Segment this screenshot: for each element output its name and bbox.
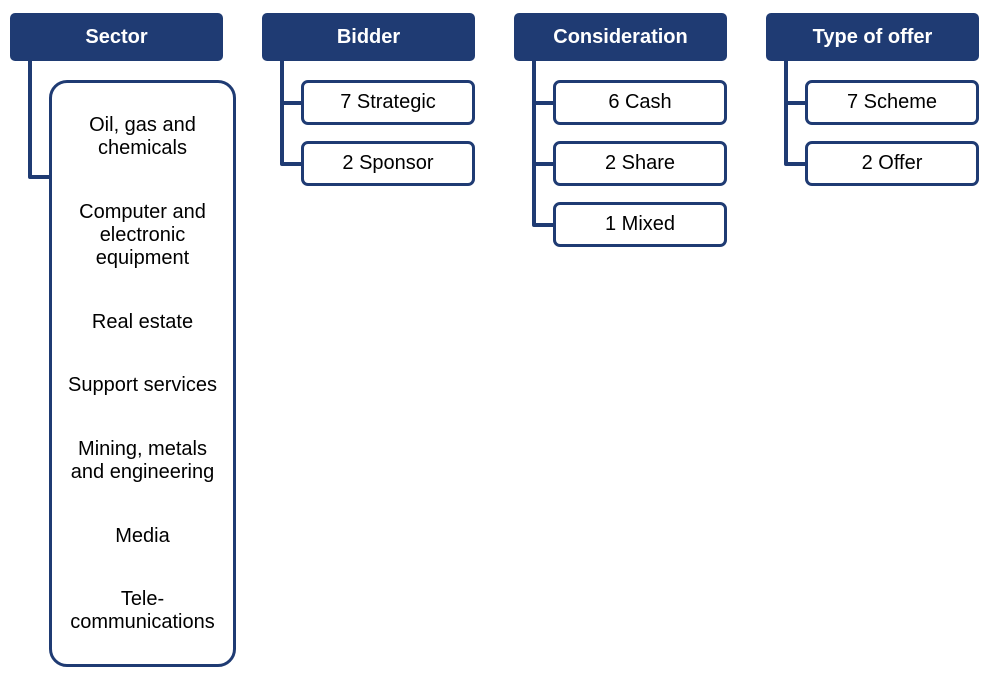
consideration-connector-3 [532,164,554,227]
consideration-header: Consideration [514,13,727,61]
bidder-header: Bidder [262,13,475,61]
bidder-connector-1 [280,61,302,105]
offer-node-scheme: 7 Scheme [805,80,979,125]
offer-connector-1 [784,61,806,105]
sector-item-mining-metals: Mining, metals and engineering [70,438,215,483]
consideration-node-mixed: 1 Mixed [553,202,727,247]
sector-item-telecommunications: Tele- communications [70,588,215,633]
consideration-node-cash: 6 Cash [553,80,727,125]
consideration-connector-1 [532,61,554,105]
sector-item-support-services: Support services [68,374,217,396]
bidder-node-sponsor: 2 Sponsor [301,141,475,186]
sector-list-box: Oil, gas and chemicals Computer and elec… [49,80,236,667]
bidder-connector-2 [280,103,302,166]
consideration-connector-2 [532,103,554,166]
sector-item-media: Media [115,525,170,547]
bidder-node-strategic: 7 Strategic [301,80,475,125]
offer-type-header: Type of offer [766,13,979,61]
sector-connector [28,61,49,179]
sector-item-oil-gas-chemicals: Oil, gas and chemicals [89,114,196,159]
sector-header: Sector [10,13,223,61]
offer-node-offer: 2 Offer [805,141,979,186]
sector-item-computer-electronic: Computer and electronic equipment [79,201,206,269]
consideration-node-share: 2 Share [553,141,727,186]
sector-item-real-estate: Real estate [91,311,194,333]
offer-connector-2 [784,103,806,166]
